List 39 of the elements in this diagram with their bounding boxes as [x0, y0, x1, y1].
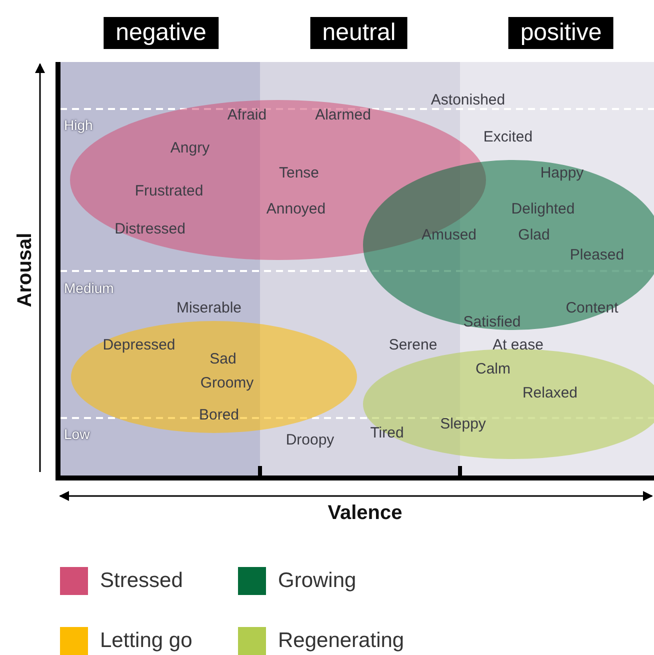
- level-label: Low: [64, 427, 90, 441]
- legend-label: Growing: [278, 569, 356, 593]
- emotion-word: Depressed: [102, 338, 176, 352]
- emotion-word: Afraid: [227, 108, 267, 122]
- axis-title: Arousal: [15, 232, 35, 308]
- emotion-word: Sad: [210, 352, 236, 366]
- level-label: Medium: [64, 281, 114, 295]
- emotion-word: Serene: [388, 338, 438, 352]
- category-tag: negative: [104, 17, 218, 49]
- emotion-word: Frustrated: [134, 184, 204, 198]
- emotion-word: Bored: [198, 408, 240, 422]
- emotion-word: At ease: [492, 338, 544, 352]
- emotion-word: Tense: [278, 166, 320, 180]
- emotion-word: Miserable: [176, 300, 242, 316]
- emotion-word: Glad: [518, 228, 550, 242]
- level-label: High: [64, 118, 93, 132]
- emotion-word: Satisfied: [463, 314, 521, 330]
- category-tag: positive: [508, 17, 614, 49]
- emotion-word: Droopy: [286, 432, 334, 448]
- emotion-word: Tired: [370, 426, 404, 440]
- emotion-word: Distressed: [114, 222, 186, 236]
- emotion-word: Astonished: [430, 92, 506, 108]
- emotion-word: Angry: [170, 140, 210, 156]
- emotion-word: Relaxed: [522, 386, 578, 400]
- axis-title: Valence: [328, 503, 402, 523]
- legend-label: Regenerating: [278, 629, 404, 653]
- emotion-word: Delighted: [511, 202, 575, 216]
- emotion-word: Alarmed: [315, 108, 371, 122]
- emotion-word: Sleppy: [440, 416, 486, 432]
- legend-label: Letting go: [100, 629, 192, 653]
- emotion-word: Annoyed: [266, 202, 326, 216]
- emotion-word: Groomy: [200, 376, 254, 390]
- legend-label: Stressed: [100, 569, 183, 593]
- emotion-word: Calm: [476, 362, 510, 376]
- emotion-word: Excited: [483, 130, 533, 144]
- emotion-word: Amused: [421, 228, 477, 242]
- emotion-word: Happy: [540, 166, 584, 180]
- category-tag: neutral: [310, 17, 408, 49]
- emotion-word: Pleased: [570, 248, 624, 262]
